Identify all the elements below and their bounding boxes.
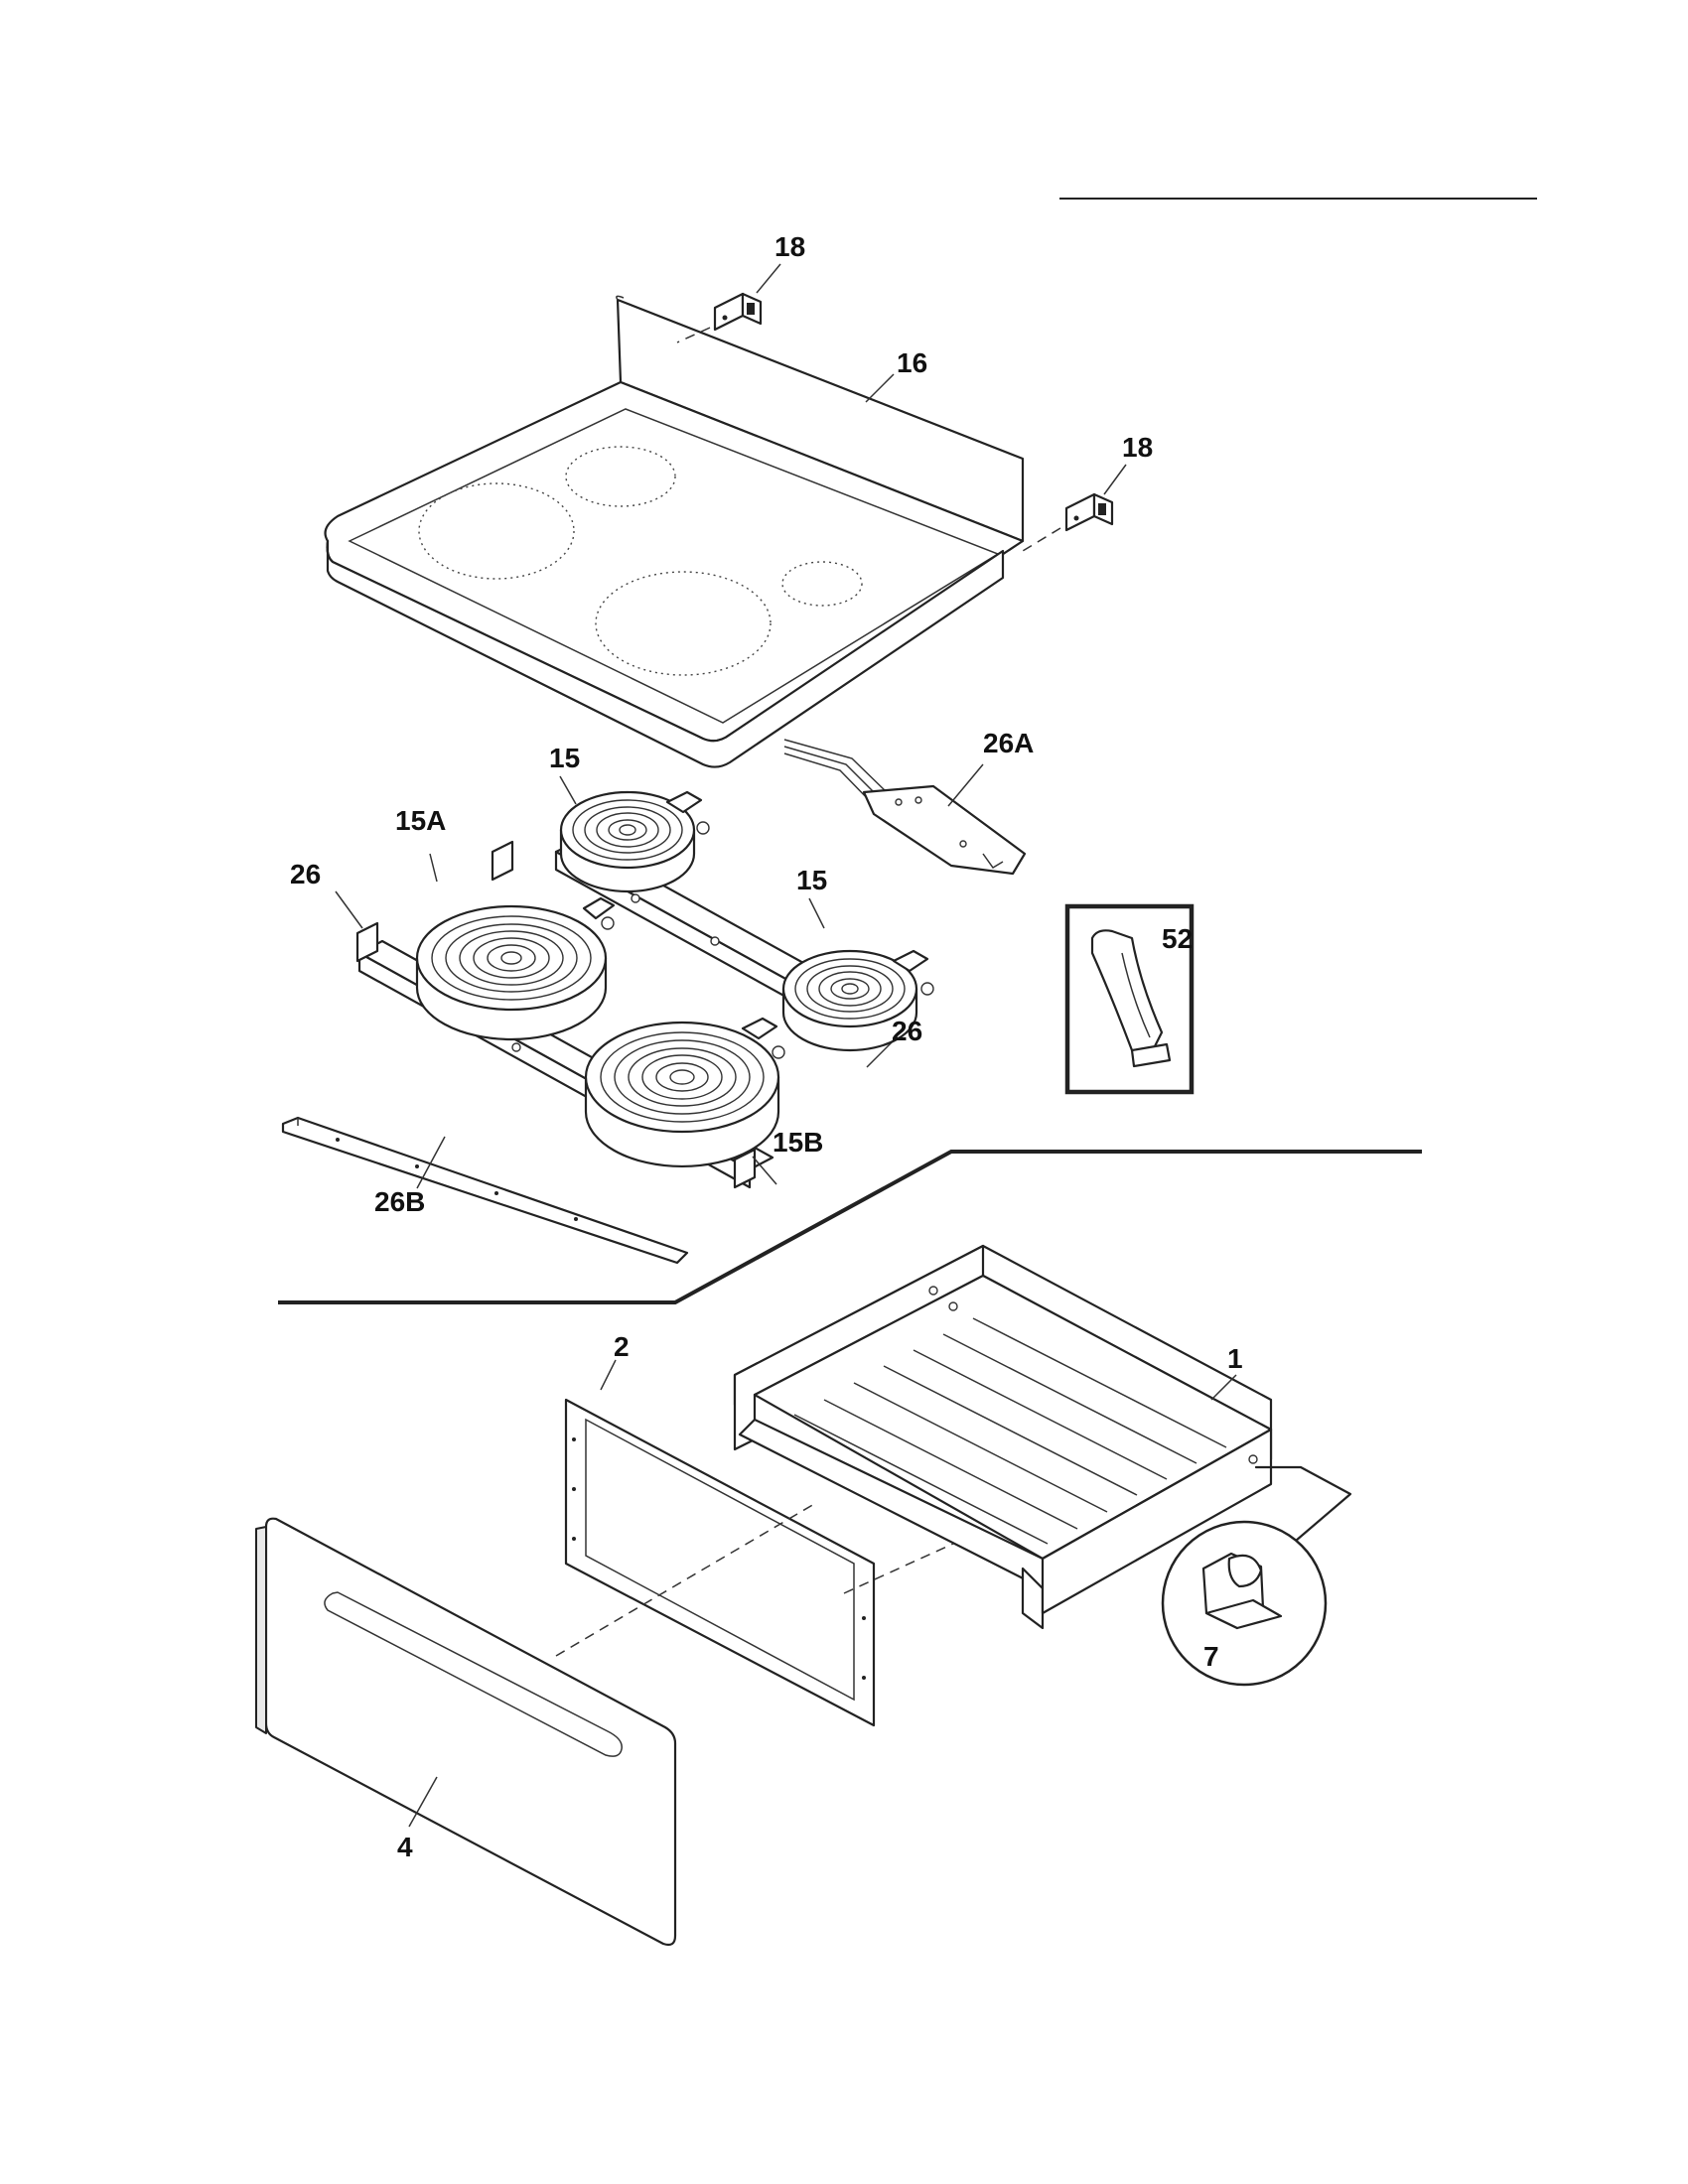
callout-4: 4: [397, 1832, 413, 1862]
callout-labels: 18 16 18 15 26A 15A 26 15 52 26 15B 26B …: [290, 231, 1243, 1862]
trim-strip: [281, 1116, 689, 1265]
detail-clip-7: [1161, 1465, 1352, 1687]
callout-18-top: 18: [774, 231, 805, 262]
callout-15-top: 15: [549, 743, 580, 773]
drawer-front-panel: [255, 1517, 677, 1947]
callout-52: 52: [1162, 923, 1193, 954]
wiring-harness: [783, 739, 1027, 876]
callout-15b: 15B: [773, 1127, 823, 1158]
callout-2: 2: [614, 1331, 630, 1362]
callout-15-right: 15: [796, 865, 827, 895]
callout-26a: 26A: [983, 728, 1034, 758]
drawer-box: [733, 1244, 1273, 1630]
drawer-frame: [564, 1359, 876, 1727]
bracket-left: [676, 263, 781, 343]
burner-15-top: [559, 775, 710, 893]
callout-7: 7: [1203, 1641, 1219, 1672]
callout-15a: 15A: [395, 805, 446, 836]
burner-15b: [584, 1017, 785, 1185]
callout-16: 16: [897, 347, 927, 378]
burner-15-right: [781, 897, 934, 1052]
callout-18-right: 18: [1122, 432, 1153, 463]
inset-part-52: [1064, 903, 1195, 1095]
cooktop-glass-top: [324, 295, 1025, 768]
callout-1: 1: [1227, 1343, 1243, 1374]
callout-26-left: 26: [290, 859, 321, 889]
bracket-right: [1022, 464, 1127, 552]
callout-26-right: 26: [892, 1016, 922, 1046]
section-separator: [278, 1150, 1422, 1304]
assembly-line-2: [843, 1543, 954, 1594]
callout-26b: 26B: [374, 1186, 425, 1217]
burner-15a: [415, 853, 616, 1041]
